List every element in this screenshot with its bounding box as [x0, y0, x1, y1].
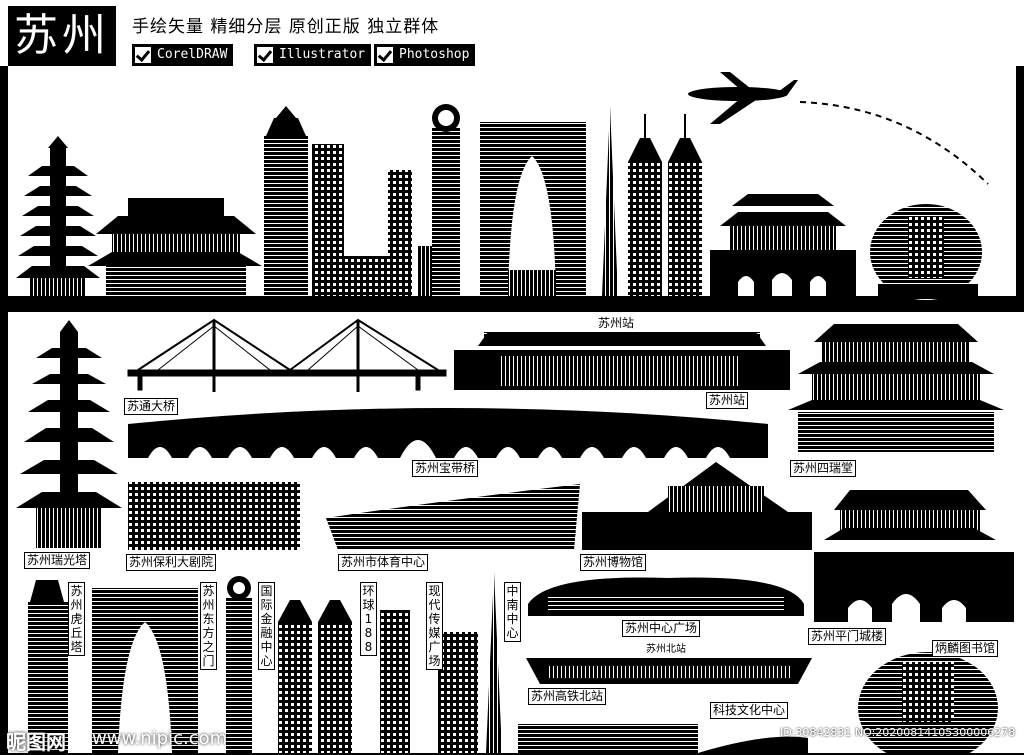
label-tiger-hill-pagoda: 苏州虎丘塔 [68, 582, 85, 656]
watermark-logo: 昵图网 [6, 730, 66, 754]
label-pingmen-tower: 苏州平门城楼 [808, 628, 887, 645]
label-ruiguang-pagoda: 苏州瑞光塔 [24, 552, 91, 569]
watermark-site: www.nipic.com [92, 728, 228, 749]
lotus-building-silhouette [870, 204, 982, 300]
center-plaza-drawing [528, 577, 804, 616]
suzhou-station-drawing [454, 332, 790, 390]
skyline-panel [8, 66, 1016, 302]
tower-pagoda-silhouette [264, 106, 308, 296]
label-bingling-library: 炳麟图书馆 [932, 640, 999, 657]
header-bar: 苏州 手绘矢量 精细分层 原创正版 独立群体 CorelDRAW Illustr… [0, 0, 1024, 66]
north-station-drawing [526, 658, 812, 684]
zhongnan-spire-drawing [486, 572, 502, 753]
label-zhongnan-center: 中南中心 [504, 582, 521, 642]
label-suzhou-station: 苏州站 [706, 392, 749, 409]
software-badge-photoshop: Photoshop [374, 44, 476, 66]
label-baodai-bridge: 苏州宝带桥 [412, 460, 479, 477]
baodai-bridge-drawing [128, 408, 768, 458]
watermark-id: ID:30842831 NO:20200814105300006278 [780, 726, 1016, 739]
label-suzhou-station-sign: 苏州站 [598, 316, 635, 330]
sirui-hall-drawing [788, 324, 1004, 452]
label-media-plaza: 现代传媒广场 [426, 582, 443, 670]
gate-of-orient-silhouette [480, 122, 586, 296]
sports-center-drawing [326, 484, 580, 550]
flight-path [799, 101, 989, 185]
software-label: Illustrator [279, 47, 366, 62]
twin-towers-silhouette [628, 114, 702, 296]
label-ifc: 国际金融中心 [258, 582, 275, 670]
label-poly-theater: 苏州保利大剧院 [126, 554, 217, 571]
label-north-station-sign: 苏州北站 [646, 644, 686, 655]
pingmen-gate-drawing [814, 490, 1014, 622]
label-center-plaza: 苏州中心广场 [622, 620, 701, 637]
media-plaza-tower [438, 632, 478, 753]
software-badge-coreldraw: CorelDRAW [132, 44, 234, 66]
checkbox-icon [135, 47, 151, 63]
landmark-gallery: 苏州站 苏通大桥 苏州站 苏州宝带桥 苏州四瑞堂 苏州瑞光塔 苏州保利大剧院 苏… [8, 312, 1024, 753]
poly-theater-drawing [128, 482, 300, 550]
skyline-illustration [8, 72, 1016, 302]
bingling-library-drawing [858, 652, 998, 753]
city-title: 苏州 [8, 6, 116, 66]
gallery-illustrations [16, 318, 1014, 753]
software-badge-illustrator: Illustrator [254, 44, 372, 66]
tower-block [388, 170, 412, 296]
label-north-station: 苏州高铁北站 [528, 688, 607, 705]
science-center-drawing [518, 724, 698, 753]
label-sutong-bridge: 苏通大桥 [124, 398, 179, 415]
tower-block [344, 256, 392, 296]
label-museum: 苏州博物馆 [580, 554, 647, 571]
ruiguang-pagoda-drawing [16, 320, 122, 548]
palace-silhouette [88, 198, 262, 296]
global-188-drawing [278, 600, 352, 753]
label-sports-center: 苏州市体育中心 [338, 554, 429, 571]
tower-block [312, 144, 344, 296]
label-global-188: 环球188 [360, 582, 377, 656]
label-science-center: 科技文化中心 [710, 702, 789, 719]
checkbox-icon [257, 47, 273, 63]
tiger-hill-pagoda-drawing [28, 580, 68, 753]
spire-silhouette [602, 106, 618, 296]
sutong-bridge-drawing [127, 318, 447, 392]
software-label: CorelDRAW [157, 47, 228, 62]
science-center-roof [698, 736, 808, 753]
museum-drawing [582, 462, 812, 550]
checkbox-icon [377, 47, 393, 63]
needle-tower-silhouette [418, 104, 460, 296]
airplane-icon [688, 72, 798, 124]
ifc-tower-drawing [226, 576, 252, 753]
label-sirui-hall: 苏州四瑞堂 [790, 460, 857, 477]
media-plaza-drawing [380, 610, 410, 753]
tagline: 手绘矢量 精细分层 原创正版 独立群体 [132, 17, 440, 37]
city-gate-silhouette [710, 194, 856, 296]
gate-of-orient-drawing [92, 588, 198, 753]
label-gate-of-orient: 苏州东方之门 [200, 582, 217, 670]
software-label: Photoshop [399, 47, 470, 62]
pagoda-silhouette [16, 136, 100, 296]
